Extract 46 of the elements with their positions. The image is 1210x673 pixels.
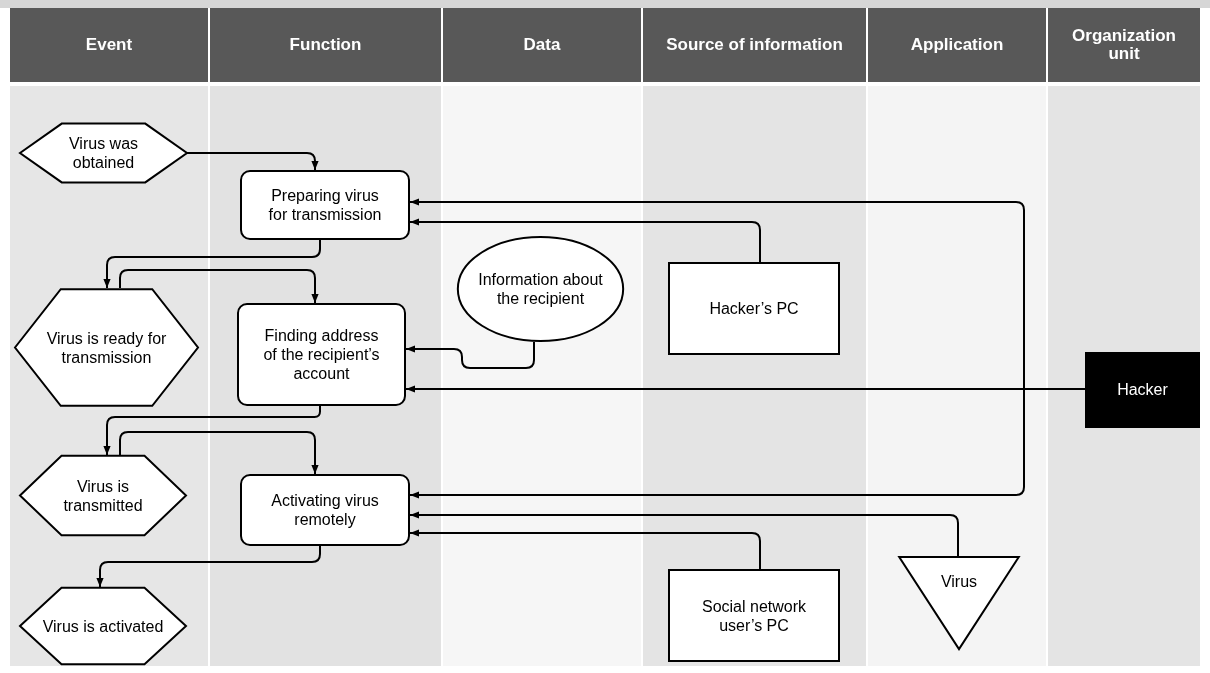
- column-header: [1048, 8, 1200, 82]
- data-ellipse: [457, 236, 624, 342]
- column-header: [10, 8, 208, 82]
- node-text: Data: [522, 36, 562, 54]
- arrow: [405, 385, 1086, 393]
- column-header: [443, 8, 641, 82]
- column-header: [643, 8, 866, 82]
- node-text: Finding address of the recipient’s account: [262, 326, 381, 383]
- organization-box: [1085, 352, 1200, 428]
- event-hexagon: [20, 587, 186, 665]
- arrow: [119, 431, 319, 475]
- node-text: Activating virus remotely: [270, 491, 380, 529]
- node-text: Source of information: [665, 36, 844, 54]
- node-text: Social network user’s PC: [700, 596, 807, 635]
- system-box: [668, 262, 840, 355]
- node-text: Function: [288, 36, 363, 54]
- node-text: Virus: [939, 572, 979, 592]
- node-text: Organization unit: [1071, 27, 1177, 63]
- arrow: [405, 341, 535, 369]
- node-text: Virus is transmitted: [62, 476, 144, 515]
- column-header: [868, 8, 1046, 82]
- arrow: [409, 529, 761, 570]
- function-box: [240, 474, 410, 546]
- node-text: Information about the recipient: [477, 270, 604, 308]
- function-box: [240, 170, 410, 240]
- node-text: Event: [84, 36, 134, 54]
- node-text: Virus is activated: [41, 616, 165, 636]
- arrow: [186, 152, 319, 171]
- node-text: Preparing virus for transmission: [267, 186, 383, 224]
- function-box: [237, 303, 406, 406]
- arrow: [103, 405, 321, 456]
- application-triangle: [898, 556, 1020, 650]
- node-text: Hacker: [1116, 380, 1169, 400]
- arrow: [409, 218, 761, 263]
- arrow: [409, 198, 1025, 499]
- system-box: [668, 569, 840, 662]
- event-hexagon: [15, 288, 198, 407]
- arrow: [409, 511, 959, 557]
- node-text: Virus is ready for transmission: [45, 328, 168, 367]
- node-text: Hacker’s PC: [708, 299, 800, 318]
- column-header: [210, 8, 441, 82]
- node-text: Virus was obtained: [67, 134, 140, 172]
- arrow: [119, 269, 319, 304]
- event-hexagon: [20, 455, 186, 536]
- node-text: Application: [909, 36, 1005, 54]
- event-hexagon: [20, 123, 187, 183]
